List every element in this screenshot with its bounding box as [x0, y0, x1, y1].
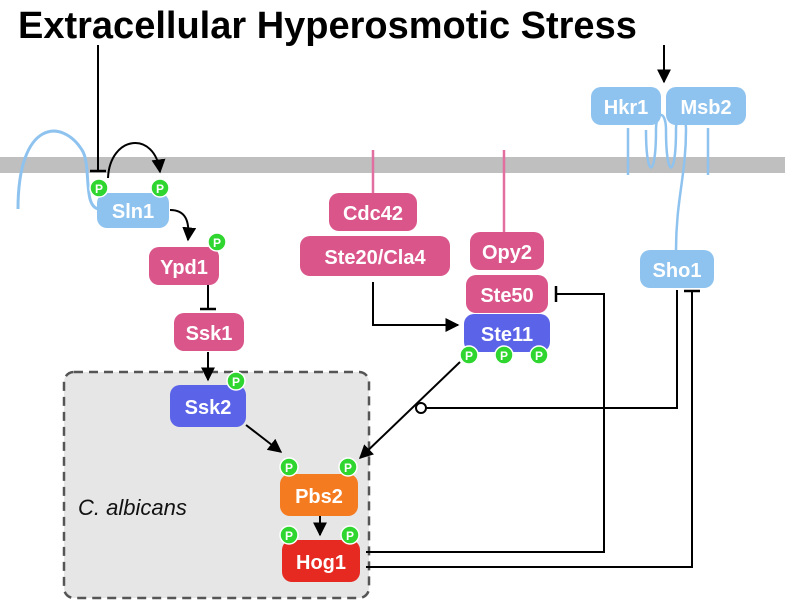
- pbs2-label: Pbs2: [295, 486, 343, 508]
- hog1-label: Hog1: [296, 552, 346, 574]
- node-pbs2: Pbs2: [280, 474, 358, 516]
- phospho-label: P: [346, 529, 354, 543]
- phospho-hog1-left: P: [279, 525, 299, 545]
- phospho-pbs2-right: P: [338, 457, 358, 477]
- node-ste11: Ste11: [464, 314, 550, 352]
- node-ypd1: Ypd1: [149, 247, 219, 285]
- hog1-feedback-to-ste50: [366, 293, 605, 553]
- sln1-label: Sln1: [112, 201, 154, 223]
- phospho-pbs2-left: P: [279, 457, 299, 477]
- phospho-label: P: [535, 349, 543, 363]
- node-ssk1: Ssk1: [174, 313, 244, 351]
- sho1-transmembrane-coil: [644, 113, 688, 251]
- node-ste20-cla4: Ste20/Cla4: [300, 236, 450, 276]
- phospho-ste11-1: P: [459, 345, 479, 365]
- phospho-ypd1: P: [207, 232, 227, 252]
- ssk2-to-pbs2-arrow: [245, 424, 283, 453]
- node-msb2: Msb2: [666, 87, 746, 125]
- sln1-autophosphorylation-arrow: [107, 142, 166, 179]
- species-label: C. albicans: [78, 495, 187, 520]
- hkr1-label: Hkr1: [604, 97, 648, 119]
- phospho-label: P: [156, 182, 164, 196]
- ypd1-label: Ypd1: [160, 257, 208, 279]
- node-sho1: Sho1: [640, 250, 714, 288]
- phospho-label: P: [232, 375, 240, 389]
- sho1-link-open-circle: [415, 402, 427, 414]
- ssk1-label: Ssk1: [186, 323, 233, 345]
- phospho-label: P: [285, 529, 293, 543]
- phospho-sln1-right: P: [150, 178, 170, 198]
- node-ssk2: Ssk2: [170, 385, 246, 427]
- phospho-ste11-2: P: [494, 345, 514, 365]
- node-ste50: Ste50: [466, 275, 548, 313]
- ste20-to-ste11-arrow: [372, 282, 460, 332]
- phospho-label: P: [95, 182, 103, 196]
- msb2-label: Msb2: [680, 97, 731, 119]
- phospho-ste11-3: P: [529, 345, 549, 365]
- diagram-title: Extracellular Hyperosmotic Stress: [18, 5, 637, 47]
- ste20-cla4-label: Ste20/Cla4: [324, 247, 426, 269]
- ste11-to-pbs2-arrow: [358, 361, 461, 459]
- ste50-label: Ste50: [480, 285, 533, 307]
- node-cdc42: Cdc42: [329, 193, 417, 231]
- phospho-sln1-left: P: [89, 178, 109, 198]
- node-hkr1: Hkr1: [591, 87, 661, 125]
- sln1-to-ypd1-arrow: [169, 209, 197, 242]
- sln1-transmembrane-loop: [16, 129, 101, 211]
- phospho-label: P: [213, 236, 221, 250]
- phospho-ssk2: P: [226, 371, 246, 391]
- cell-membrane: [0, 157, 785, 173]
- sho1-to-ste11-link: [426, 290, 678, 409]
- ste11-label: Ste11: [481, 324, 533, 346]
- phospho-label: P: [344, 461, 352, 475]
- sho1-label: Sho1: [653, 260, 702, 282]
- node-sln1: Sln1: [97, 193, 169, 228]
- phospho-label: P: [285, 461, 293, 475]
- cdc42-label: Cdc42: [343, 203, 403, 225]
- phospho-hog1-right: P: [340, 525, 360, 545]
- ssk2-label: Ssk2: [185, 397, 232, 419]
- opy2-label: Opy2: [482, 242, 532, 264]
- phospho-label: P: [500, 349, 508, 363]
- node-opy2: Opy2: [470, 232, 544, 270]
- phospho-label: P: [465, 349, 473, 363]
- node-hog1: Hog1: [282, 540, 360, 582]
- hog1-feedback-to-sho1: [366, 292, 693, 568]
